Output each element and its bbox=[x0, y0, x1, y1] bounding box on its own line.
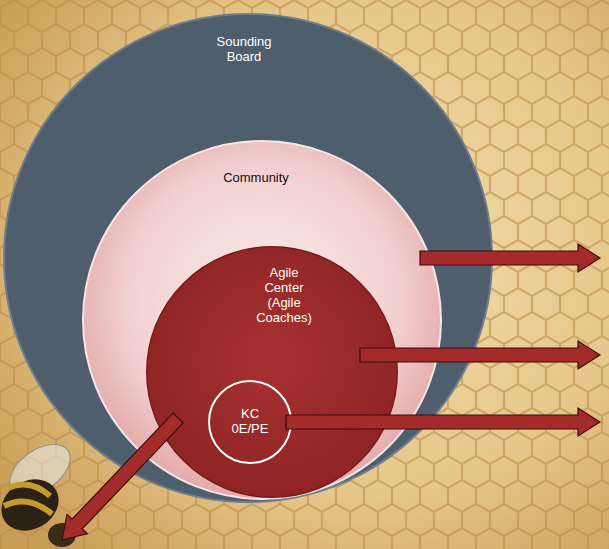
outer-circle: KC 0E/PE Agile Center (Agile Coaches) Comm… bbox=[3, 13, 493, 503]
block-arrow bbox=[286, 408, 600, 436]
bee bbox=[0, 434, 79, 547]
node-label: Agile Center (Agile Coaches) bbox=[251, 266, 317, 326]
block-arrow bbox=[62, 413, 183, 540]
node-label: Sounding Board bbox=[204, 35, 284, 65]
outer-circle bbox=[4, 14, 492, 502]
community-circle: KC 0E/PE Agile Center (Agile Coaches) Comm… bbox=[82, 140, 442, 500]
node-label: KC 0E/PE bbox=[227, 407, 273, 437]
node-label: Community bbox=[201, 171, 311, 186]
kc-circle bbox=[209, 381, 291, 463]
agile-center-circle: KC 0E/PE Agile Center (Agile Coaches) bbox=[146, 246, 398, 498]
community-circle bbox=[83, 141, 441, 499]
block-arrow bbox=[420, 244, 600, 272]
block-arrow bbox=[360, 341, 600, 369]
agile-center-circle bbox=[147, 247, 398, 498]
kc-circle: KC 0E/PE bbox=[208, 380, 292, 464]
